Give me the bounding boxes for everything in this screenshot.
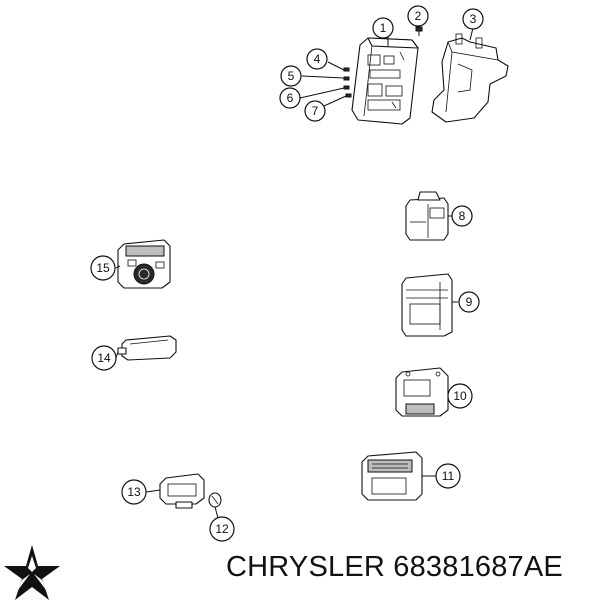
callout-8: 8: [451, 205, 473, 227]
callout-3: 3: [462, 8, 484, 30]
part-2-screw: [415, 26, 423, 36]
part-10-module: [395, 367, 449, 417]
callout-5: 5: [280, 65, 302, 87]
chrysler-pentastar-logo-icon: [4, 545, 60, 600]
callout-9: 9: [458, 291, 480, 313]
part-13-module: [159, 473, 205, 509]
svg-text:7: 7: [312, 104, 319, 118]
svg-text:2: 2: [415, 9, 422, 23]
svg-text:14: 14: [97, 351, 111, 365]
svg-text:11: 11: [442, 469, 455, 483]
callout-13: 13: [121, 479, 147, 505]
svg-text:15: 15: [96, 261, 110, 275]
callout-12: 12: [209, 516, 235, 542]
leader-lines: [115, 23, 475, 519]
callout-7: 7: [304, 100, 326, 122]
svg-text:13: 13: [127, 485, 141, 499]
part-3-bracket: [431, 33, 509, 123]
part-9-module: [401, 273, 453, 337]
callout-2: 2: [407, 5, 429, 27]
svg-text:10: 10: [453, 389, 467, 403]
svg-text:8: 8: [459, 209, 466, 223]
svg-text:5: 5: [288, 69, 295, 83]
part-15-module: [117, 239, 171, 289]
part-14-module: [117, 335, 177, 361]
svg-text:6: 6: [287, 91, 294, 105]
part-1-body-control-module: [351, 37, 419, 125]
callout-10: 10: [447, 383, 473, 409]
part-12-clip: [208, 492, 222, 508]
svg-text:12: 12: [215, 522, 229, 536]
parts-4-7-fuses: [299, 61, 352, 107]
svg-text:9: 9: [466, 295, 473, 309]
callout-6: 6: [279, 87, 301, 109]
callout-1: 1: [372, 17, 394, 39]
callout-4: 4: [306, 48, 328, 70]
callout-14: 14: [91, 345, 117, 371]
svg-text:1: 1: [380, 21, 387, 35]
part-11-module: [361, 451, 423, 501]
part-8-module: [405, 191, 449, 241]
callout-11: 11: [435, 463, 461, 489]
part-number-caption: CHRYSLER 68381687AE: [226, 551, 563, 583]
callout-15: 15: [90, 255, 116, 281]
svg-text:4: 4: [314, 52, 321, 66]
svg-text:3: 3: [470, 12, 477, 26]
